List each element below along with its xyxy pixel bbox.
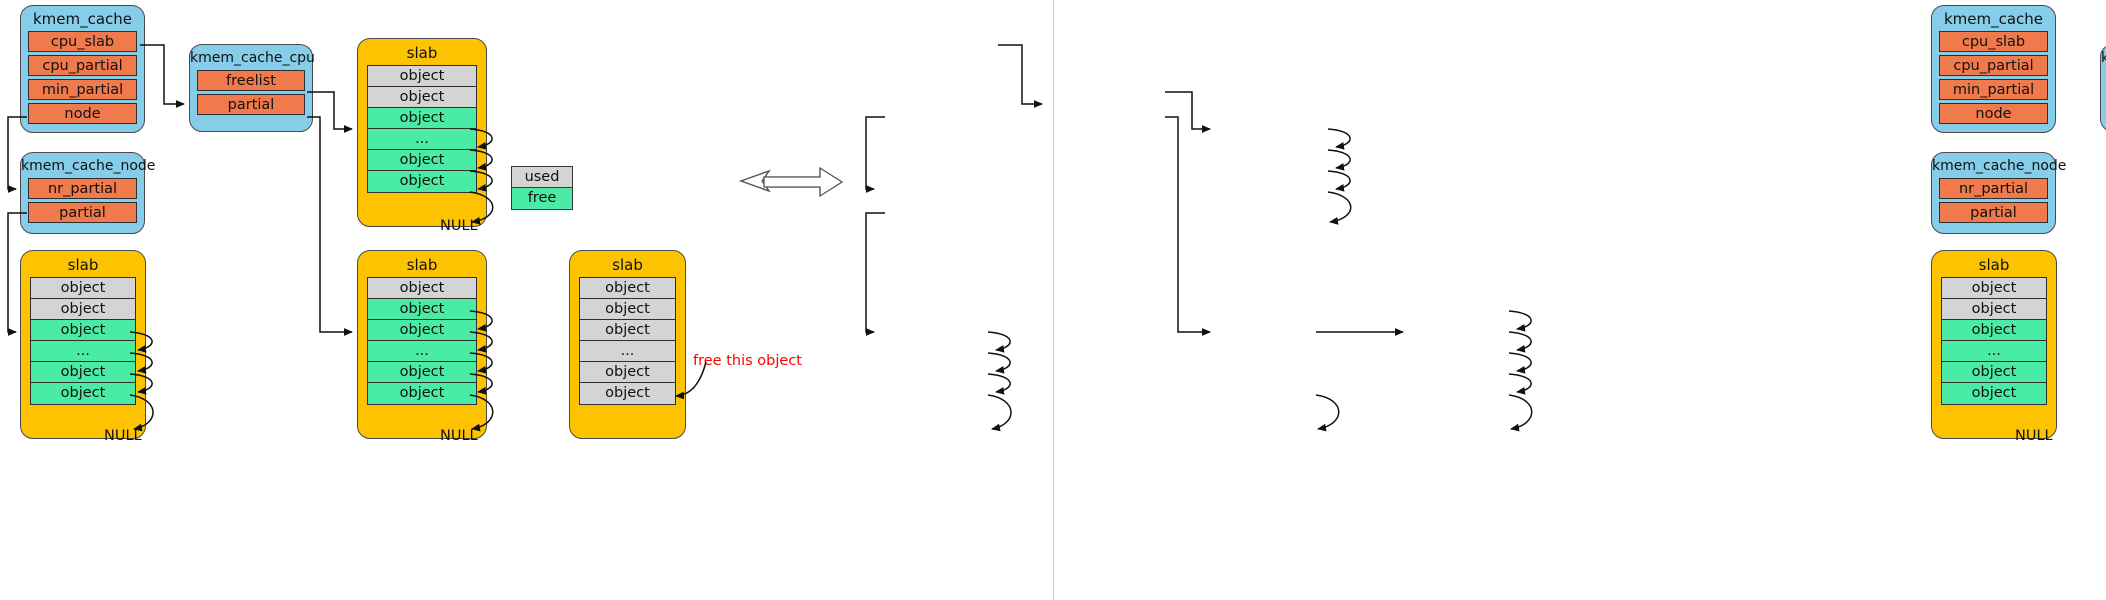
- slab-object-ellipsis: ...: [31, 341, 135, 362]
- struct-kmem-cache: kmem_cache cpu_slab cpu_partial min_part…: [1931, 5, 2056, 133]
- panel-before-free: kmem_cache cpu_slab cpu_partial min_part…: [20, 5, 802, 444]
- field-partial[interactable]: partial: [1939, 202, 2048, 223]
- slab-node-partial: slab object object object ... object obj…: [20, 250, 146, 439]
- field-cpu-partial[interactable]: cpu_partial: [28, 55, 137, 76]
- free-this-object-annotation: free this object: [693, 353, 802, 369]
- slab-title: slab: [406, 44, 438, 62]
- panel-divider: [1053, 0, 1055, 600]
- field-node[interactable]: node: [28, 103, 137, 124]
- slab-object-ellipsis: ...: [368, 129, 476, 150]
- slab-object[interactable]: object: [580, 320, 675, 341]
- slab-node-partial: slab object object object ... object obj…: [1931, 250, 2057, 439]
- struct-title: kmem_cache_node: [1932, 158, 2067, 174]
- slab-object[interactable]: object: [368, 383, 476, 404]
- struct-title: kmem_cache_cpu: [2101, 50, 2106, 66]
- slab-object[interactable]: object: [368, 171, 476, 192]
- struct-title: kmem_cache_node: [21, 158, 156, 174]
- null-label: NULL: [104, 428, 142, 444]
- struct-kmem-cache: kmem_cache cpu_slab cpu_partial min_part…: [20, 5, 145, 133]
- field-nr-partial[interactable]: nr_partial: [1939, 178, 2048, 199]
- slab-title: slab: [1978, 256, 2010, 274]
- object-list: object object object ... object object: [30, 277, 136, 405]
- panel-after-free: kmem_cache cpu_slab cpu_partial min_part…: [1053, 0, 2106, 600]
- slab-object[interactable]: object: [31, 320, 135, 341]
- object-list: object object object ... object object: [579, 277, 676, 405]
- slab-object-ellipsis: ...: [1942, 341, 2046, 362]
- slab-object[interactable]: object: [368, 66, 476, 87]
- struct-kmem-cache-cpu: kmem_cache_cpu freelist partial: [2100, 44, 2106, 132]
- struct-kmem-cache-node: kmem_cache_node nr_partial partial: [20, 152, 156, 234]
- slab-object[interactable]: object: [1942, 299, 2046, 320]
- field-min-partial[interactable]: min_partial: [1939, 79, 2048, 100]
- field-freelist[interactable]: freelist: [197, 70, 305, 91]
- object-list: object object object ... object object: [1941, 277, 2047, 405]
- slab-object[interactable]: object: [368, 278, 476, 299]
- slab-title: slab: [406, 256, 438, 274]
- field-node[interactable]: node: [1939, 103, 2048, 124]
- slab-object[interactable]: object: [368, 150, 476, 171]
- struct-title: kmem_cache: [32, 10, 133, 28]
- field-partial[interactable]: partial: [197, 94, 305, 115]
- null-label: NULL: [2015, 428, 2053, 444]
- struct-title: kmem_cache_cpu: [190, 50, 315, 66]
- slab-object[interactable]: object: [1942, 383, 2046, 404]
- slab-object[interactable]: object: [368, 87, 476, 108]
- slab-object[interactable]: object: [580, 362, 675, 383]
- slab-object[interactable]: object: [31, 299, 135, 320]
- field-cpu-partial[interactable]: cpu_partial: [1939, 55, 2048, 76]
- field-nr-partial[interactable]: nr_partial: [28, 178, 137, 199]
- slab-object[interactable]: object: [1942, 362, 2046, 383]
- slab-object[interactable]: object: [1942, 278, 2046, 299]
- field-cpu-slab[interactable]: cpu_slab: [1939, 31, 2048, 52]
- slab-cpu-partial: slab object object object ... object obj…: [357, 250, 487, 439]
- slab-object[interactable]: object: [368, 362, 476, 383]
- field-cpu-slab[interactable]: cpu_slab: [28, 31, 137, 52]
- struct-kmem-cache-node: kmem_cache_node nr_partial partial: [1931, 152, 2067, 234]
- slab-object[interactable]: object: [580, 278, 675, 299]
- slab-object[interactable]: object: [580, 299, 675, 320]
- struct-kmem-cache-cpu: kmem_cache_cpu freelist partial: [189, 44, 315, 132]
- slab-object[interactable]: object: [31, 278, 135, 299]
- slab-object[interactable]: object: [31, 383, 135, 404]
- object-list: object object object ... object object: [367, 277, 477, 405]
- object-list: object object object ... object object: [367, 65, 477, 193]
- slab-full: slab object object object ... object obj…: [569, 250, 686, 439]
- slab-title: slab: [612, 256, 643, 274]
- slab-object-ellipsis: ...: [368, 341, 476, 362]
- field-min-partial[interactable]: min_partial: [28, 79, 137, 100]
- legend-used: used: [512, 167, 572, 188]
- slab-object[interactable]: object: [368, 299, 476, 320]
- struct-title: kmem_cache: [1943, 10, 2044, 28]
- slab-object[interactable]: object: [368, 320, 476, 341]
- legend: used free: [511, 166, 573, 210]
- slab-title: slab: [67, 256, 99, 274]
- slab-object[interactable]: object: [580, 383, 675, 404]
- slab-object[interactable]: object: [368, 108, 476, 129]
- null-label: NULL: [440, 218, 478, 234]
- legend-free: free: [512, 188, 572, 209]
- null-label: NULL: [440, 428, 478, 444]
- slab-cpu: slab object object object ... object obj…: [357, 38, 487, 227]
- field-partial[interactable]: partial: [28, 202, 137, 223]
- slab-object[interactable]: object: [31, 362, 135, 383]
- slab-object-ellipsis: ...: [580, 341, 675, 362]
- slab-object[interactable]: object: [1942, 320, 2046, 341]
